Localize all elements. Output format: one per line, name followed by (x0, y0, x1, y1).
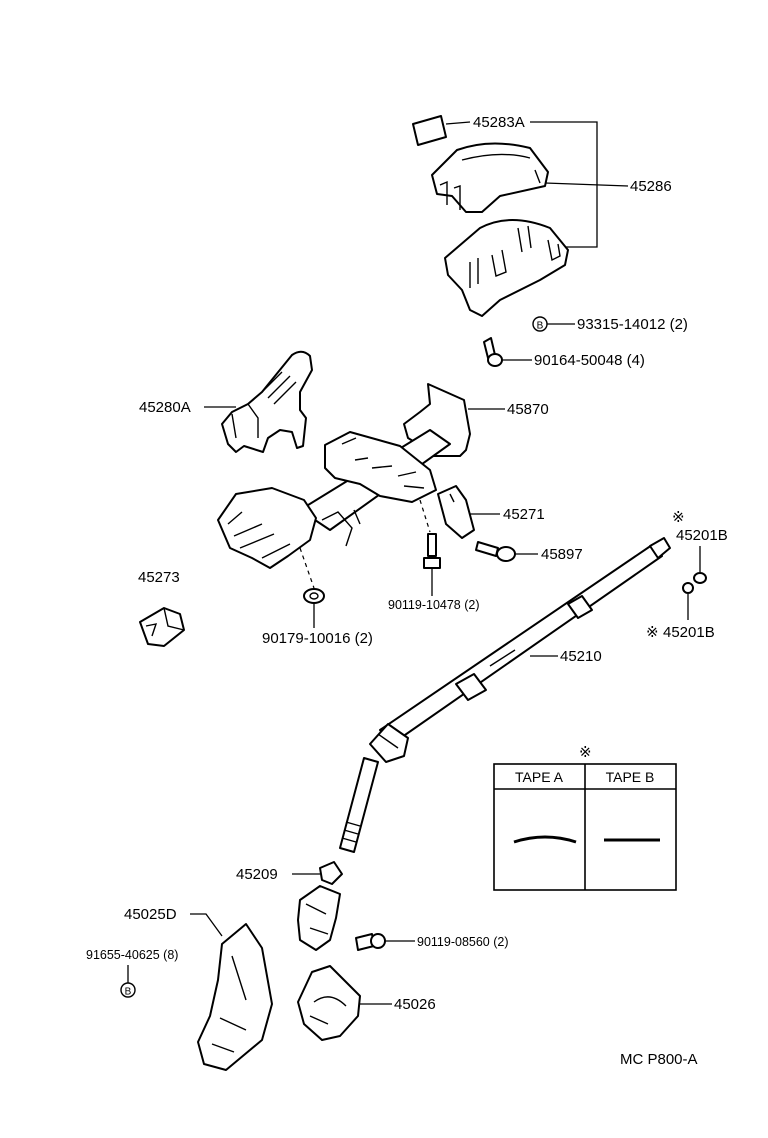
label-45273: 45273 (138, 569, 180, 586)
part-90119-08560-bolt (355, 933, 386, 951)
part-45283A-label-plate (412, 115, 447, 146)
tape-table (493, 763, 677, 891)
label-45897: 45897 (541, 546, 583, 563)
label-45870: 45870 (507, 401, 549, 418)
part-45210-steering-shaft (339, 537, 671, 853)
tape-a-header: TAPE A (515, 769, 564, 785)
part-90179-nut (303, 588, 325, 604)
part-45273-bushing (139, 607, 185, 647)
part-45201B-clip-bottom (682, 582, 694, 594)
part-45026-cover (297, 965, 361, 1041)
leader-45025D (190, 913, 223, 937)
label-45210: 45210 (560, 648, 602, 665)
label-91655-40625: 91655-40625 (8) (86, 948, 178, 962)
kome-tape-table: ※ (579, 744, 592, 761)
kome-45201B-top: ※ (672, 509, 685, 526)
b-mark-93315: B (532, 316, 548, 332)
label-45280A: 45280A (139, 399, 191, 416)
diagram-code: MC P800-A (620, 1051, 698, 1068)
label-45209: 45209 (236, 866, 278, 883)
label-45201B-top: 45201B (676, 527, 728, 544)
dash-90119-10478 (419, 499, 431, 533)
leader-45283A (445, 121, 471, 125)
part-column-assembly (217, 383, 471, 569)
part-90164-screw (483, 337, 503, 367)
part-45286-upper-cover (431, 142, 549, 213)
b-mark-91655: B (120, 982, 136, 998)
label-45271: 45271 (503, 506, 545, 523)
part-45025D-boot (197, 923, 273, 1071)
label-90119-10478: 90119-10478 (2) (388, 598, 480, 612)
label-90119-08560: 90119-08560 (2) (417, 935, 509, 949)
label-45201B-bottom: 45201B (663, 624, 715, 641)
leader-45286 (544, 182, 629, 187)
part-90119-10478-bolt (423, 533, 441, 569)
dash-90179 (299, 547, 315, 589)
part-45271 (437, 485, 475, 539)
part-lower-cover (444, 219, 569, 317)
part-45897-pin (475, 541, 516, 562)
label-45026: 45026 (394, 996, 436, 1013)
label-90179-10016: 90179-10016 (2) (262, 630, 373, 647)
label-93315-14012: 93315-14012 (2) (577, 316, 688, 333)
tape-b-header: TAPE B (606, 769, 655, 785)
label-45286: 45286 (630, 178, 672, 195)
svg-text:B: B (537, 321, 544, 332)
label-90164-50048: 90164-50048 (4) (534, 352, 645, 369)
label-45025D: 45025D (124, 906, 177, 923)
label-45283A: 45283A (473, 114, 525, 131)
part-45280A-bracket (221, 350, 313, 453)
part-45209-universal-joint (297, 861, 343, 951)
part-45201B-clip-top (693, 572, 707, 584)
svg-text:B: B (125, 987, 132, 998)
kome-45201B-bottom: ※ (646, 624, 659, 641)
